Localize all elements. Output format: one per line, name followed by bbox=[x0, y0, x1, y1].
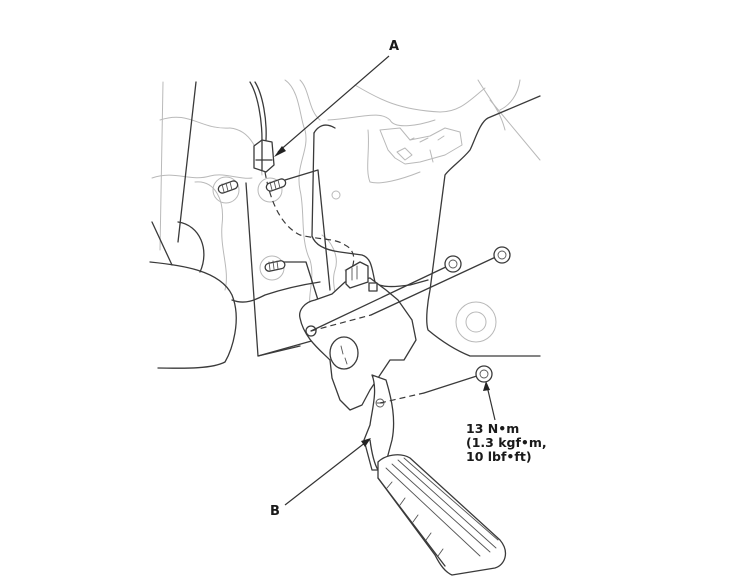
vehicle-body-background bbox=[151, 79, 541, 343]
torque-spec-kgfm: (1.3 kgf•m, bbox=[466, 435, 547, 450]
vehicle-structure bbox=[149, 81, 541, 369]
nut-pedal-lower bbox=[475, 365, 493, 383]
accelerator-pedal-assembly bbox=[299, 261, 507, 576]
arrowhead-torque bbox=[483, 381, 490, 391]
arrowhead-A bbox=[274, 146, 286, 157]
mounting-studs bbox=[217, 178, 287, 272]
stud-upper-right bbox=[265, 178, 287, 192]
leader-lines bbox=[274, 55, 496, 506]
nut-upper-left bbox=[444, 255, 462, 273]
wiring-harness bbox=[249, 81, 355, 269]
torque-spec-lbfft: 10 lbf•ft) bbox=[466, 449, 532, 464]
stud-lower bbox=[264, 260, 286, 272]
torque-spec-nm: 13 N•m bbox=[466, 421, 520, 436]
callout-label-B: B bbox=[270, 504, 280, 519]
nut-upper-right bbox=[493, 246, 511, 264]
arrowhead-B bbox=[361, 438, 371, 447]
callout-label-A: A bbox=[389, 39, 400, 54]
fasteners bbox=[310, 246, 511, 404]
stud-upper-left bbox=[217, 180, 239, 194]
connector-A bbox=[253, 139, 275, 173]
torque-spec: 13 N•m (1.3 kgf•m, 10 lbf•ft) bbox=[466, 422, 547, 464]
